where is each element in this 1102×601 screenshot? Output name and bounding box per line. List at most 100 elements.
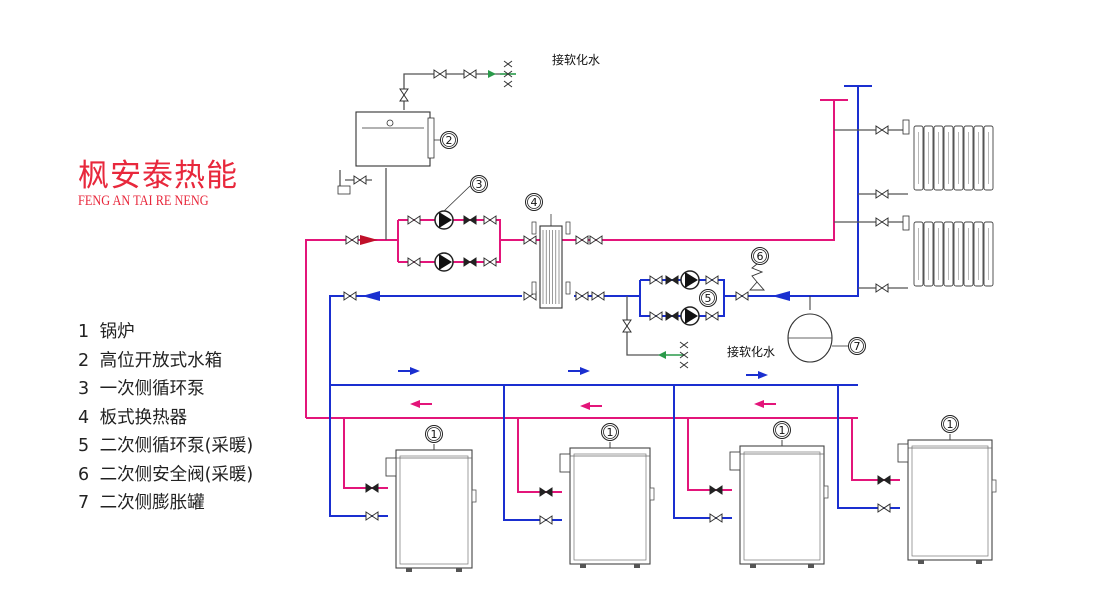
boiler-foot: [750, 564, 756, 568]
valve-body: [539, 515, 553, 525]
check-valve-icon: [665, 275, 679, 285]
boiler-foot: [918, 560, 924, 564]
valve-body: [875, 217, 889, 227]
boiler-panel: [743, 451, 821, 561]
expansion-tank-marker: 7: [848, 337, 866, 355]
legend-item: 1 锅炉: [78, 318, 253, 347]
check-valve-body: [463, 215, 477, 225]
safety-valve-marker: 6: [751, 247, 769, 265]
valve-icon: [407, 257, 421, 267]
marker-circle: [601, 423, 619, 441]
valve-body: [343, 291, 357, 301]
boiler-port: [729, 451, 741, 471]
primary-return-pipe: [329, 295, 522, 385]
arrow-head: [580, 402, 590, 410]
valve-icon: [483, 215, 497, 225]
legend-number: 4: [78, 407, 90, 428]
primary-pump-icon: [434, 252, 454, 272]
valve-icon: [575, 235, 589, 245]
valve-icon: [649, 275, 663, 285]
boiler-check-valve: [365, 483, 379, 493]
legend-number: 5: [78, 436, 90, 456]
marker-number: 4: [531, 196, 538, 209]
flow-arrow: [754, 400, 776, 408]
marker-circle: [525, 193, 543, 211]
marker-circle: [848, 337, 866, 355]
boiler-foot: [456, 568, 462, 572]
makeup-cross-top: [503, 60, 513, 88]
makeup-line-mid: [626, 296, 666, 356]
marker-circle: [751, 247, 769, 265]
secondary-supply-pipe: [562, 100, 835, 241]
marker-ring: [472, 177, 486, 191]
valve-icon: [875, 189, 889, 199]
boiler-supply-branch: [851, 418, 900, 481]
flow-arrow: [746, 371, 768, 379]
valve-body: [365, 511, 379, 521]
legend-item: 3 一次侧循环泵: [78, 375, 253, 404]
labels: 接软化水 接软化水: [552, 52, 775, 359]
boiler-check-valve: [539, 487, 553, 497]
marker-ring: [850, 339, 864, 353]
flow-arrow: [568, 367, 590, 375]
valve-icon: [735, 291, 749, 301]
cross-mark: [679, 341, 689, 349]
drain-valve: [353, 175, 367, 185]
arrow-head: [410, 367, 420, 375]
boiler-cabinet: [395, 449, 473, 569]
check-valve-body: [709, 485, 723, 495]
tank-gauge: [427, 117, 435, 159]
boiler-foot: [406, 568, 412, 572]
marker-number: 5: [705, 292, 712, 305]
flow-direction-red: [360, 235, 378, 245]
boiler-check-valve: [709, 485, 723, 495]
boiler-unit: [569, 442, 655, 568]
valve-body: [877, 503, 891, 513]
component-legend: 1 锅炉 2 高位开放式水箱 3 一次侧循环泵 4 板式换热器 5 二次侧循环泵…: [78, 318, 253, 518]
legend-number: 2: [78, 350, 90, 371]
flow-arrow: [410, 400, 432, 408]
valve-body: [407, 257, 421, 267]
marker-number: 3: [476, 178, 483, 191]
marker-ring: [943, 417, 957, 431]
valve-body: [649, 275, 663, 285]
marker-ring: [753, 249, 767, 263]
boiler-marker: 1: [601, 423, 619, 441]
boiler-panel: [573, 453, 647, 561]
boiler-return-valve: [709, 513, 723, 523]
legend-label: 二次侧膨胀罐: [99, 493, 205, 513]
pump-leader: [443, 185, 471, 212]
boiler-port: [897, 443, 909, 463]
makeup-valve-mid: [622, 319, 632, 333]
boiler-marker: 1: [941, 415, 959, 433]
radiator-icon: [913, 125, 994, 191]
secondary-pump-marker: 5: [699, 289, 717, 307]
thermometer: [565, 221, 571, 235]
valve-body: [735, 291, 749, 301]
boiler-unit: [395, 444, 477, 572]
boiler-return-branch: [837, 385, 900, 509]
marker-ring: [527, 195, 541, 209]
boiler-return-branch: [673, 385, 732, 519]
makeup-valve-top: [463, 69, 477, 79]
radiator-icon: [913, 221, 994, 287]
softened-water-label-top: 接软化水: [552, 52, 600, 67]
legend-label: 二次侧循环泵(采暖): [99, 436, 254, 456]
marker-number: 1: [947, 418, 954, 431]
boiler-panel: [399, 455, 469, 565]
valve-body: [875, 125, 889, 135]
boiler-foot: [976, 560, 982, 564]
valve-icon: [523, 235, 537, 245]
thermometer: [531, 281, 537, 295]
makeup-cross-mid: [679, 341, 689, 369]
legend-label: 高位开放式水箱: [99, 350, 223, 371]
marker-ring: [603, 425, 617, 439]
legend-number: 3: [78, 379, 90, 399]
valve-body: [649, 311, 663, 321]
boiler-return-valve: [877, 503, 891, 513]
makeup-valve-top: [433, 69, 447, 79]
marker-number: 1: [779, 424, 786, 437]
valve-body: [575, 291, 589, 301]
marker-ring: [701, 291, 715, 305]
